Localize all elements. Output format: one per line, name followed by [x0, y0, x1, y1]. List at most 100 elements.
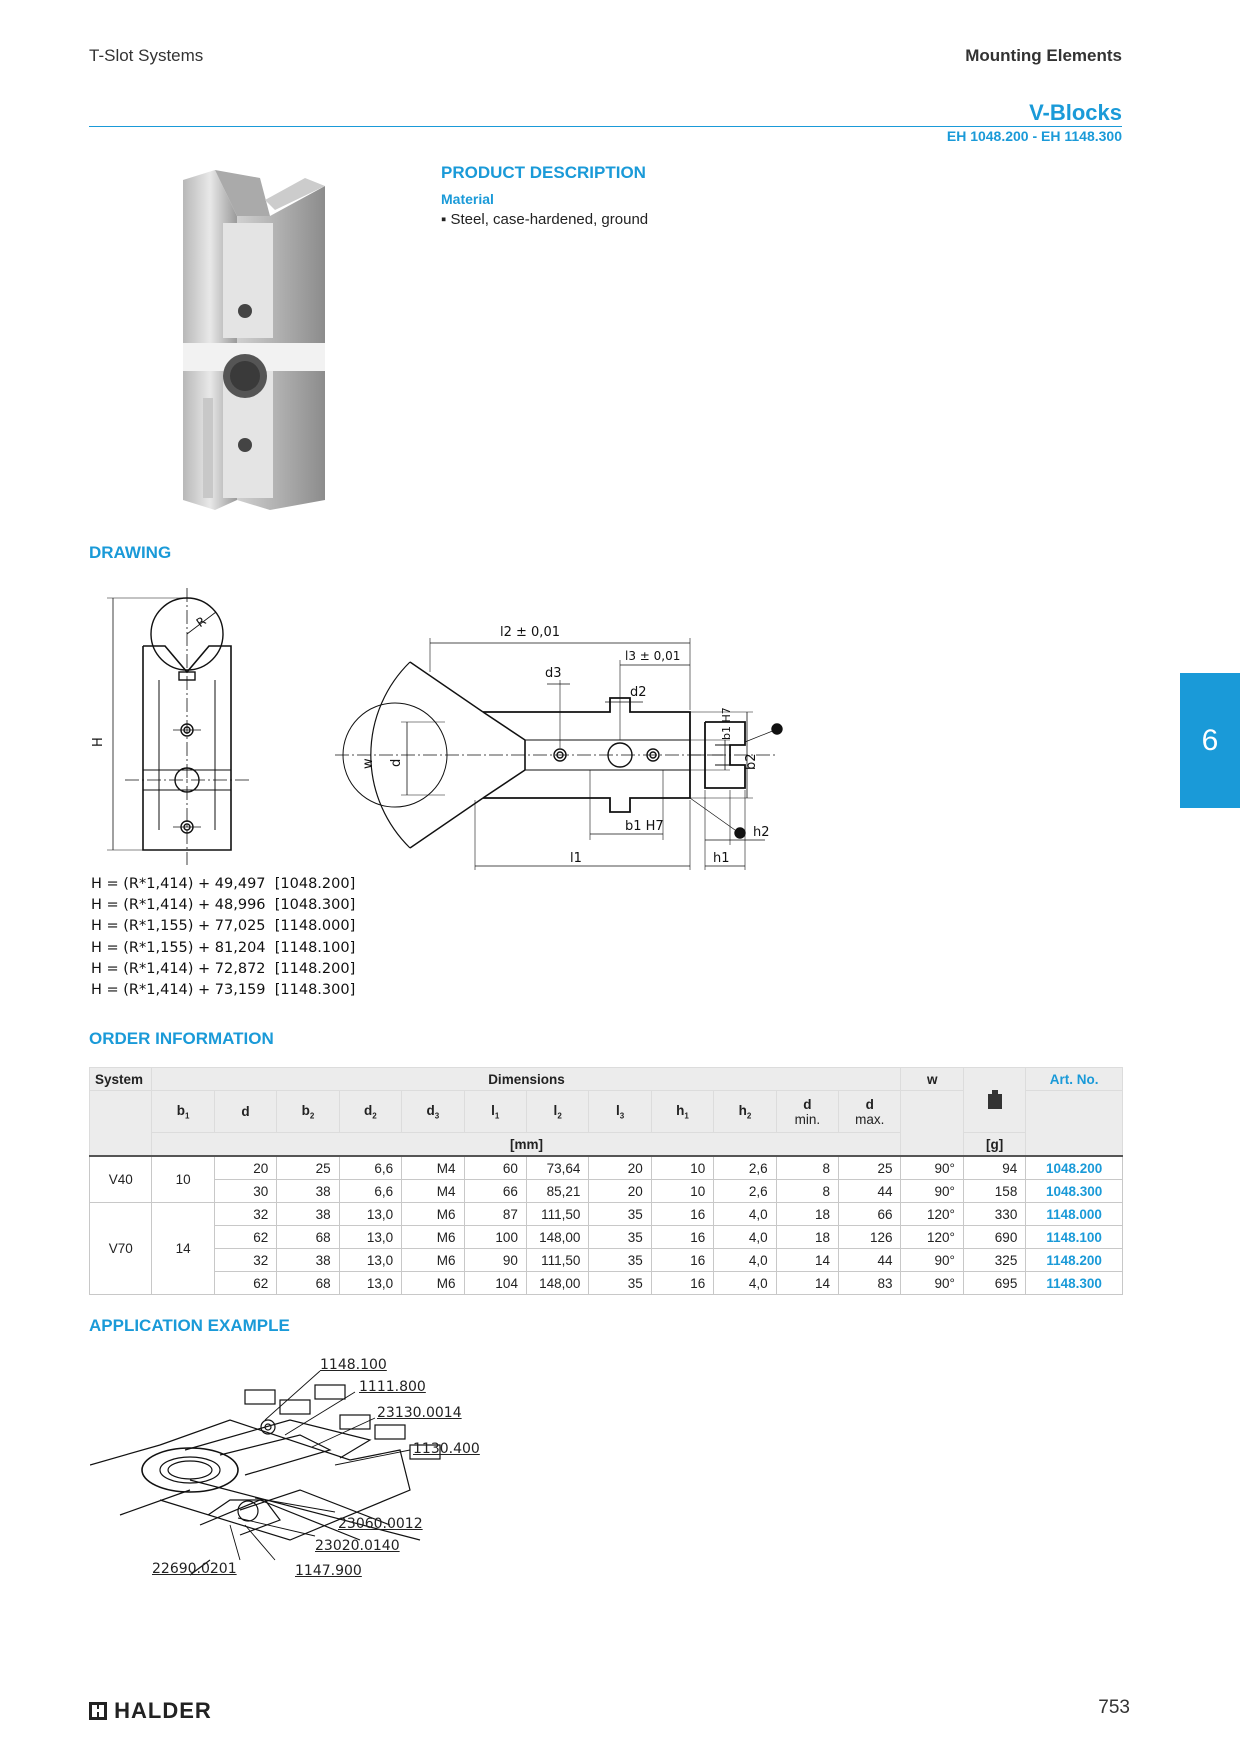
clamp-assembly — [90, 1419, 372, 1576]
product-description-heading: PRODUCT DESCRIPTION — [441, 163, 646, 182]
table-cell: 32 — [213, 1202, 278, 1226]
table-cell: 158 — [962, 1179, 1027, 1203]
col-l2: l2 — [525, 1090, 590, 1133]
cell-art-no[interactable]: 1148.100 — [1025, 1225, 1123, 1249]
table-cell: 20 — [588, 1179, 652, 1203]
drawing-heading: DRAWING — [89, 543, 172, 562]
page-subtitle: EH 1048.200 - EH 1148.300 — [946, 128, 1122, 144]
table-cell: 62 — [213, 1225, 278, 1249]
table-cell: 18 — [775, 1202, 840, 1226]
label-l1: l1 — [570, 851, 582, 866]
formula-line: H = (R*1,414) + 73,159 [1148.300] — [91, 982, 356, 999]
table-cell: 90° — [900, 1248, 964, 1272]
technical-drawing: R H l2 ± 0,01 d3 — [91, 588, 783, 870]
table-cell: 4,0 — [713, 1248, 777, 1272]
table-cell: 4,0 — [713, 1271, 777, 1295]
table-cell: 44 — [838, 1248, 902, 1272]
material-item-text: Steel, case-hardened, ground — [450, 211, 649, 228]
formula-line: H = (R*1,414) + 72,872 [1148.200] — [91, 960, 356, 977]
col-art-no: Art. No. — [1025, 1067, 1123, 1091]
formula-line: H = (R*1,414) + 49,497 [1048.200] — [91, 876, 356, 892]
table-cell: 87 — [463, 1202, 527, 1226]
table-cell: 90 — [463, 1248, 527, 1272]
table-cell: M4 — [401, 1179, 465, 1203]
table-cell: 73,64 — [525, 1155, 590, 1180]
label-h1: h1 — [713, 851, 730, 866]
table-cell: 90° — [900, 1155, 964, 1180]
table-cell: 20 — [213, 1155, 278, 1180]
cell-art-no[interactable]: 1148.000 — [1025, 1202, 1123, 1226]
label-b1-h7-bottom: b1 H7 — [625, 819, 664, 834]
order-table: System Dimensions w Art. No. b1 d b2 d2 … — [88, 1067, 1123, 1295]
col-w: w — [900, 1067, 964, 1091]
table-cell: 104 — [463, 1271, 527, 1295]
table-cell: 66 — [463, 1179, 527, 1203]
cell-art-no[interactable]: 1048.200 — [1025, 1155, 1123, 1180]
material-label: Material — [441, 191, 494, 207]
table-cell: 30 — [213, 1179, 278, 1203]
cell-art-no[interactable]: 1048.300 — [1025, 1179, 1123, 1203]
table-cell: 68 — [276, 1271, 340, 1295]
table-cell: 35 — [588, 1271, 652, 1295]
col-dimensions: Dimensions — [151, 1067, 902, 1091]
cell-b1: 10 — [151, 1155, 215, 1203]
table-cell: 35 — [588, 1248, 652, 1272]
table-cell: 62 — [213, 1271, 278, 1295]
table-cell: 2,6 — [713, 1155, 777, 1180]
table-cell: 13,0 — [338, 1271, 403, 1295]
table-cell: M6 — [401, 1271, 465, 1295]
table-cell: 38 — [276, 1179, 340, 1203]
table-cell: 10 — [650, 1155, 715, 1180]
table-cell: 25 — [276, 1155, 340, 1180]
table-cell: 38 — [276, 1248, 340, 1272]
table-cell: 38 — [276, 1202, 340, 1226]
callout-23060-0012: 23060.0012 — [338, 1516, 423, 1532]
front-view: R H — [91, 588, 250, 865]
formula-line: H = (R*1,155) + 77,025 [1148.000] — [91, 918, 356, 935]
table-cell: 120° — [900, 1202, 964, 1226]
label-d: d — [389, 759, 404, 767]
table-cell: 148,00 — [525, 1225, 590, 1249]
formula-line: H = (R*1,155) + 81,204 [1148.100] — [91, 939, 356, 956]
table-cell: 6,6 — [338, 1155, 403, 1180]
cell-art-no[interactable]: 1148.300 — [1025, 1271, 1123, 1295]
product-photo — [183, 170, 325, 510]
table-cell: 85,21 — [525, 1179, 590, 1203]
label-b1-h7: b1 H7 — [720, 707, 733, 740]
label-h2: h2 — [753, 825, 770, 840]
callout-1130-400: 1130.400 — [413, 1441, 480, 1457]
table-cell: 10 — [650, 1179, 715, 1203]
table-cell: 32 — [213, 1248, 278, 1272]
col-d2: d2 — [338, 1090, 403, 1133]
label-w: w — [361, 758, 376, 769]
table-cell: 2,6 — [713, 1179, 777, 1203]
label-d3: d3 — [545, 666, 562, 681]
table-cell: 16 — [650, 1271, 715, 1295]
height-formulas: H = (R*1,414) + 49,497 [1048.200] H = (R… — [91, 874, 355, 1001]
cell-art-no[interactable]: 1148.200 — [1025, 1248, 1123, 1272]
table-cell: 8 — [775, 1155, 840, 1180]
col-d: d — [213, 1090, 278, 1133]
page-title: V-Blocks — [1029, 100, 1122, 125]
table-cell: 330 — [962, 1202, 1027, 1226]
halder-logo: HALDER — [89, 1698, 212, 1724]
chapter-tab[interactable]: 6 — [1180, 673, 1240, 808]
table-cell: 83 — [838, 1271, 902, 1295]
callout-23020-0140: 23020.0140 — [315, 1538, 400, 1554]
cell-system: V70 — [88, 1202, 153, 1295]
application-illustration — [90, 1370, 441, 1576]
table-cell: 13,0 — [338, 1248, 403, 1272]
table-cell: 13,0 — [338, 1225, 403, 1249]
col-l1: l1 — [463, 1090, 527, 1133]
table-cell: M6 — [401, 1225, 465, 1249]
table-cell: 16 — [650, 1248, 715, 1272]
callout-1111-800: 1111.800 — [359, 1379, 426, 1395]
table-cell: 14 — [775, 1271, 840, 1295]
header-category: Mounting Elements — [965, 46, 1122, 65]
side-view: h1 h2 — [690, 721, 783, 870]
table-cell: 14 — [775, 1248, 840, 1272]
